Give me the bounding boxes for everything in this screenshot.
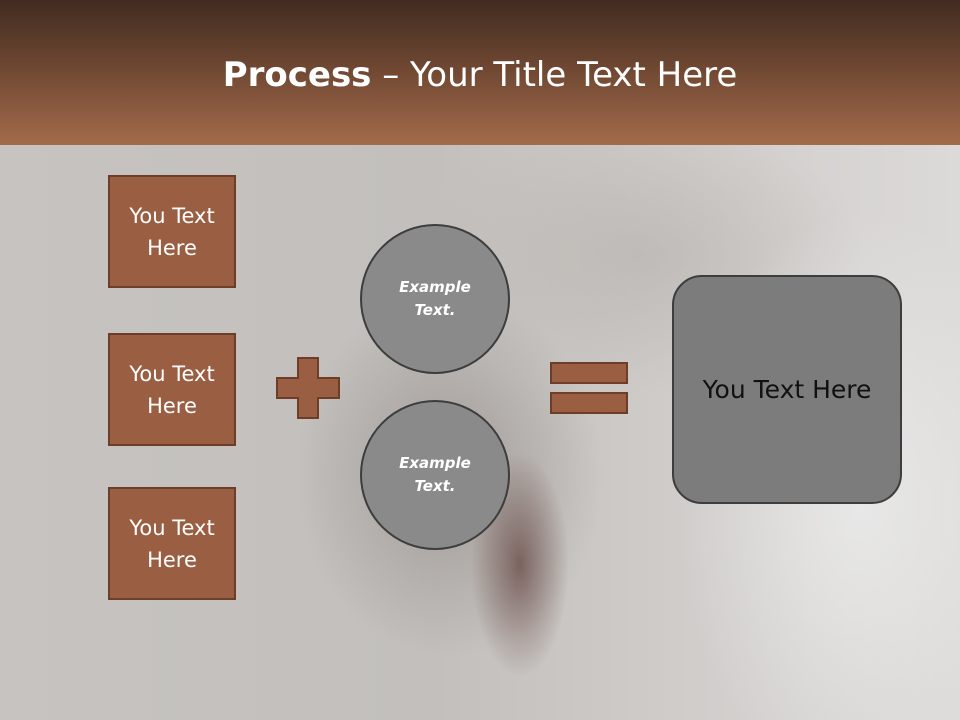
example-circle-2-label: Example Text. (399, 454, 471, 495)
text-box-1: You Text Here (108, 175, 236, 288)
example-circle-2: Example Text. (360, 400, 510, 550)
title-rest: – Your Title Text Here (371, 55, 738, 95)
result-box: You Text Here (672, 275, 902, 504)
text-box-1-label: You Text Here (129, 203, 215, 260)
result-label: You Text Here (702, 375, 872, 404)
text-box-2: You Text Here (108, 333, 236, 446)
title-bold: Process (222, 55, 372, 95)
title-bar: Process – Your Title Text Here (0, 0, 960, 145)
example-circle-1-label: Example Text. (399, 278, 471, 319)
slide-title: Process – Your Title Text Here (0, 52, 960, 98)
equals-icon (550, 362, 628, 414)
plus-icon (276, 357, 340, 419)
example-circle-1: Example Text. (360, 224, 510, 374)
text-box-2-label: You Text Here (129, 361, 215, 418)
text-box-3-label: You Text Here (129, 515, 215, 572)
text-box-3: You Text Here (108, 487, 236, 600)
